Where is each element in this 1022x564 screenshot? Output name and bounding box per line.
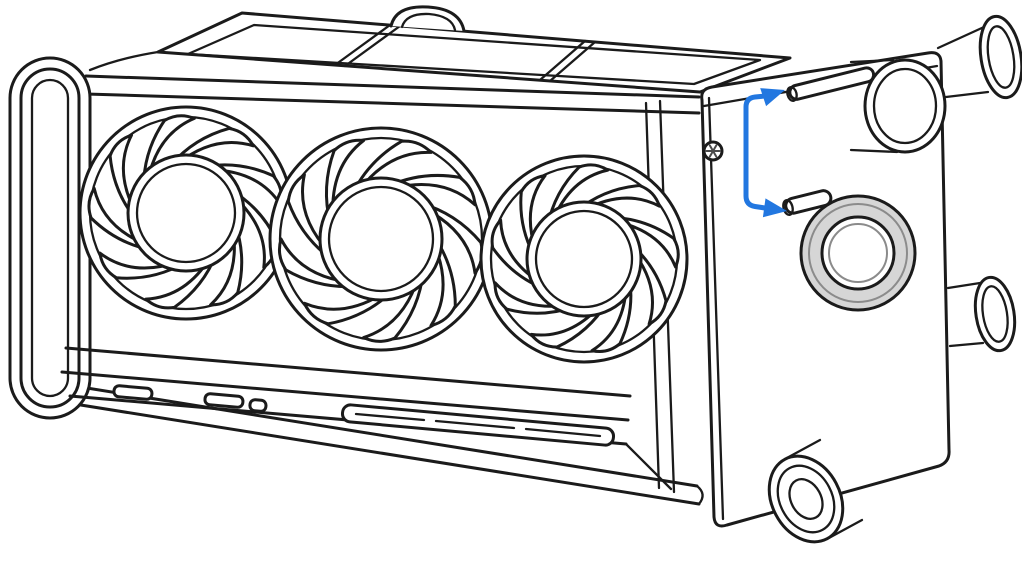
screw-slot [708,144,718,158]
front-fan-right [479,154,689,364]
lower-pin-body [784,189,833,215]
vent-slot-dash [354,412,426,422]
top-corner-curve [88,50,160,72]
roof-inset [186,23,762,86]
roof-crossmember [538,39,587,82]
foot-top-far-side [936,25,986,50]
power-inlet [799,194,917,312]
far-feet [936,14,1022,353]
fan-blade [350,139,433,197]
fan-blade [519,174,547,259]
foot-top-near-rim [872,67,938,145]
foot-bottom-near-face [767,454,845,544]
fan-blade [277,237,359,289]
lower-pin [782,189,833,217]
foot-top-far [978,14,1022,100]
fan-hub-inner [534,209,634,309]
fan-blade [529,300,609,349]
foot-top-far-rim [986,25,1016,89]
power-inlet-depth [828,223,888,283]
fan-blade [286,173,334,262]
callout-arrowhead-icon [760,88,785,107]
vent-slot [248,398,268,413]
foot-top-far-side [944,90,990,99]
upper-pin-body [788,66,876,101]
vent-slot-dash [524,427,602,438]
fan-blade [575,184,661,212]
bottom-rail-line [60,382,699,488]
foot-right-far-side [946,281,982,290]
fan-blade [493,281,576,315]
roof-outline [156,11,792,94]
foot-bottom-near [767,438,864,544]
fan-blade [144,250,219,310]
foot-right-far-side [948,341,985,348]
vent-slot [203,392,245,409]
foot-right-far [973,275,1017,353]
roof-crossmember [343,24,402,68]
handle-frame-mid [19,67,81,409]
fan-blade [302,289,395,326]
fan-hub-inner [327,185,435,293]
foot-top-near-side [849,58,895,64]
lower-pin-cap [782,198,794,217]
shelf-corner-line [624,442,673,491]
fan-blade [87,186,154,252]
vent-shelf [60,346,673,491]
top-handle-bump [389,5,466,33]
fan-blade [362,269,425,343]
vent-slot [112,384,154,401]
front-fan-center [268,126,494,352]
screw-icon [702,140,724,162]
power-inlet-hole [820,215,896,291]
foot-top-near-face [863,58,947,154]
front-fans [78,105,689,364]
vent-slot-dash [434,419,516,430]
foot-right-far-rim [981,285,1009,343]
fan-blade [490,218,547,291]
fan-hub-inner [135,162,237,264]
roof-crossmember [333,23,392,67]
roof-crossmember [548,40,597,83]
bottom-rail-cap [695,484,704,506]
upper-pin [786,66,876,103]
shelf-front-edge [60,370,630,422]
front-fan-left [78,105,294,321]
top-rail-line [84,74,701,99]
panel-fold-line [707,96,725,521]
top-handle-bump-inner [400,12,457,32]
foot-bottom-near-rim [776,464,836,534]
foot-bottom-near-hub [788,478,824,520]
fan-blade [209,221,244,307]
fan-blade [98,251,186,280]
bottom-rail-line [60,400,701,506]
fan-blade [608,215,680,269]
callout-bracket [743,93,768,211]
fan-blade [142,114,196,188]
fan-blade [324,138,366,225]
handle-frame-inner [30,78,70,398]
fan-hub [525,200,643,318]
fan-hub [126,153,246,273]
power-inlet-rim [808,203,908,303]
fan-blade [590,275,633,353]
fan-blade [169,126,255,167]
fan-blade [429,234,457,328]
foot-top-near [849,58,947,154]
callout-arrows [743,88,787,218]
fan-blade [386,173,477,207]
shelf-top-edge [64,346,632,398]
fan-blade [629,242,668,326]
fan-hub [318,176,444,302]
foot-top-near-side [849,148,899,154]
fan-blade [108,133,138,222]
fan-blade [546,163,610,228]
chassis-top [156,5,792,94]
upper-pin-cap [786,85,798,103]
callout-arrowhead-icon [762,198,787,218]
top-rail-line [84,92,701,115]
